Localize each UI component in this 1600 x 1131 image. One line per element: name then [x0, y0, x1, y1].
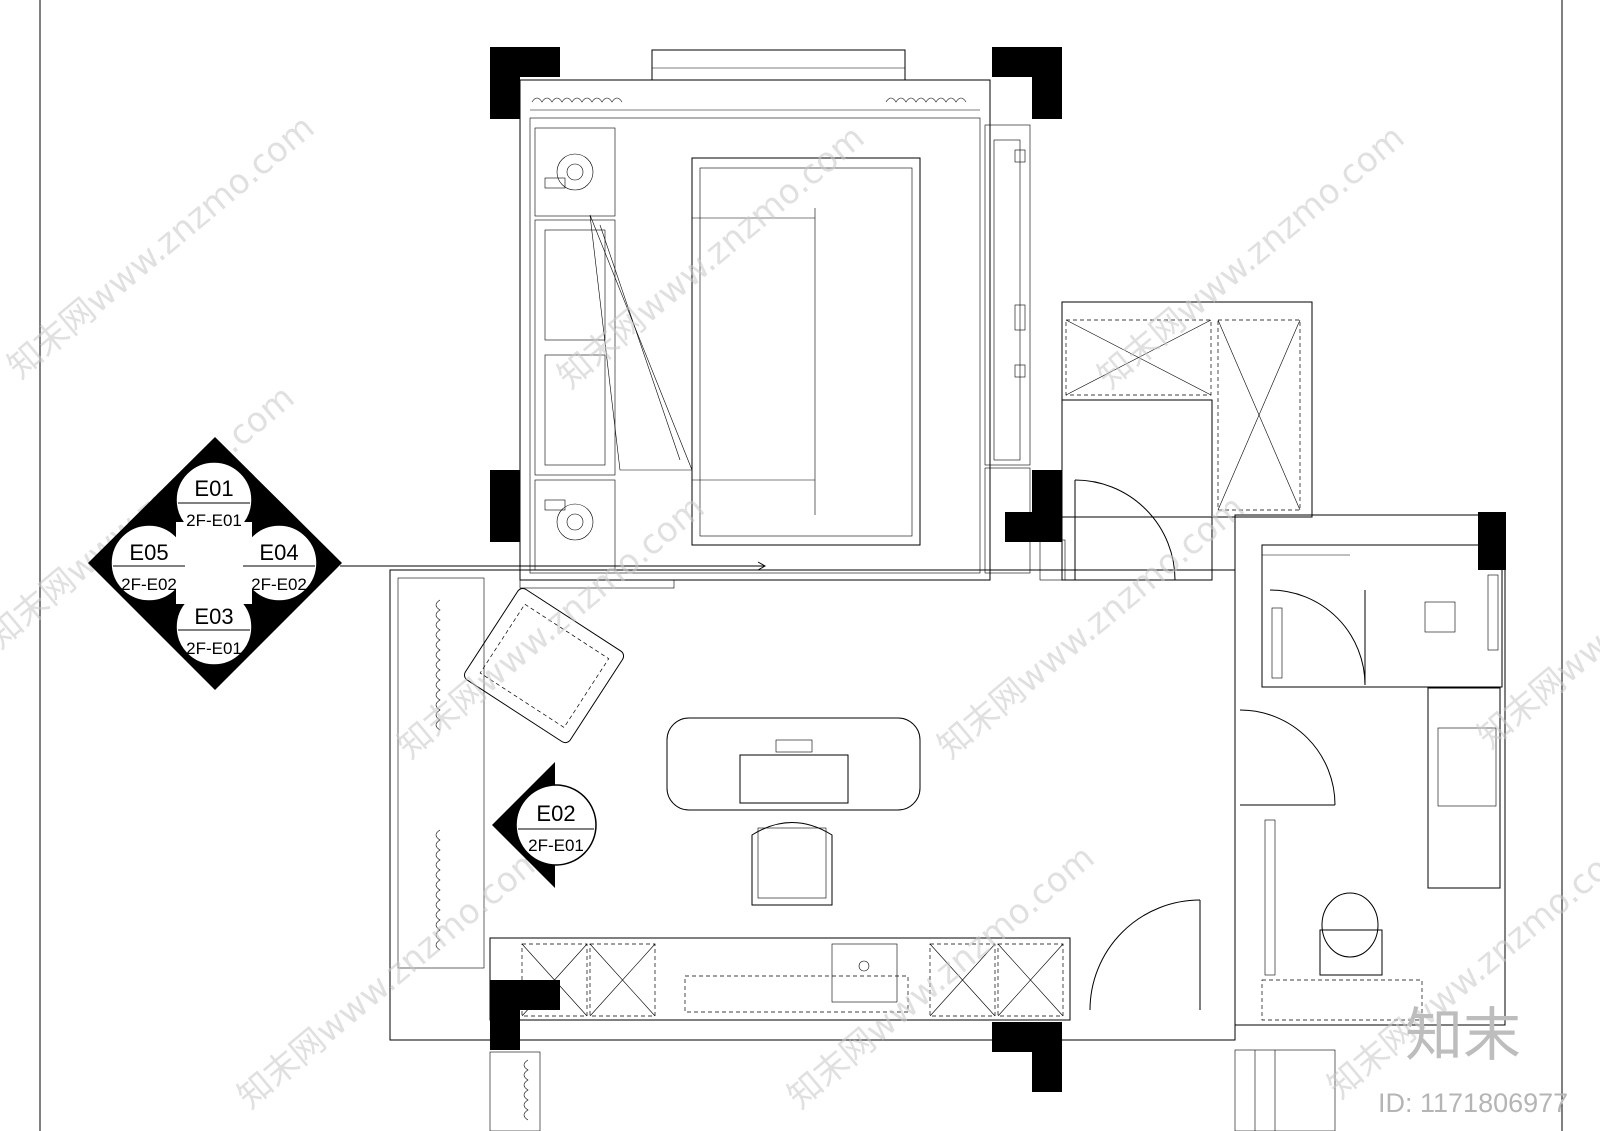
toilet: [1319, 929, 1383, 976]
bottom-cabinet: [489, 937, 1071, 1021]
watermark-text: 知末网www.znzmo.com: [390, 487, 712, 766]
marker-e04-code: E04: [259, 540, 298, 565]
desk: [666, 717, 921, 811]
watermark-text: 知末网www.znzmo.com: [550, 117, 872, 396]
elevation-marker-group: E01 2F-E01 E05 2F-E02 E04 2F-E02 E03 2F-…: [88, 437, 342, 690]
column-mid-left: [490, 470, 520, 542]
marker-e01-code: E01: [194, 476, 233, 501]
marker-e02-sheet: 2F-E01: [528, 836, 584, 855]
closet-room: [1039, 301, 1313, 581]
watermark-text: 知末网www.znzmo.com: [230, 837, 552, 1116]
marker-e03-code: E03: [194, 604, 233, 629]
column-bath: [1478, 512, 1506, 570]
watermark-text: 知末网www.znzmo.com: [1090, 117, 1412, 396]
watermark-text: 知末网www.znzmo.com: [930, 487, 1252, 766]
marker-e04-sheet: 2F-E02: [251, 575, 307, 594]
bed: [691, 157, 921, 546]
marker-e02-code: E02: [536, 801, 575, 826]
bathroom: [1234, 512, 1506, 1131]
marker-e01-sheet: 2F-E01: [186, 511, 242, 530]
watermark-text: 知末网www.znzmo.com: [0, 107, 322, 386]
sheet-border: [39, 0, 1563, 1131]
armchair: [464, 588, 625, 744]
bedroom: [340, 47, 1062, 589]
watermark-logo: 知末: [1405, 1001, 1521, 1069]
desk-chair: [751, 822, 833, 906]
elevation-marker-e02: E02 2F-E01: [492, 762, 597, 888]
marker-e05-sheet: 2F-E02: [121, 575, 177, 594]
watermark-id: ID: 1171806977: [1378, 1088, 1568, 1118]
marker-e03-sheet: 2F-E01: [186, 639, 242, 658]
marker-e05-code: E05: [129, 540, 168, 565]
